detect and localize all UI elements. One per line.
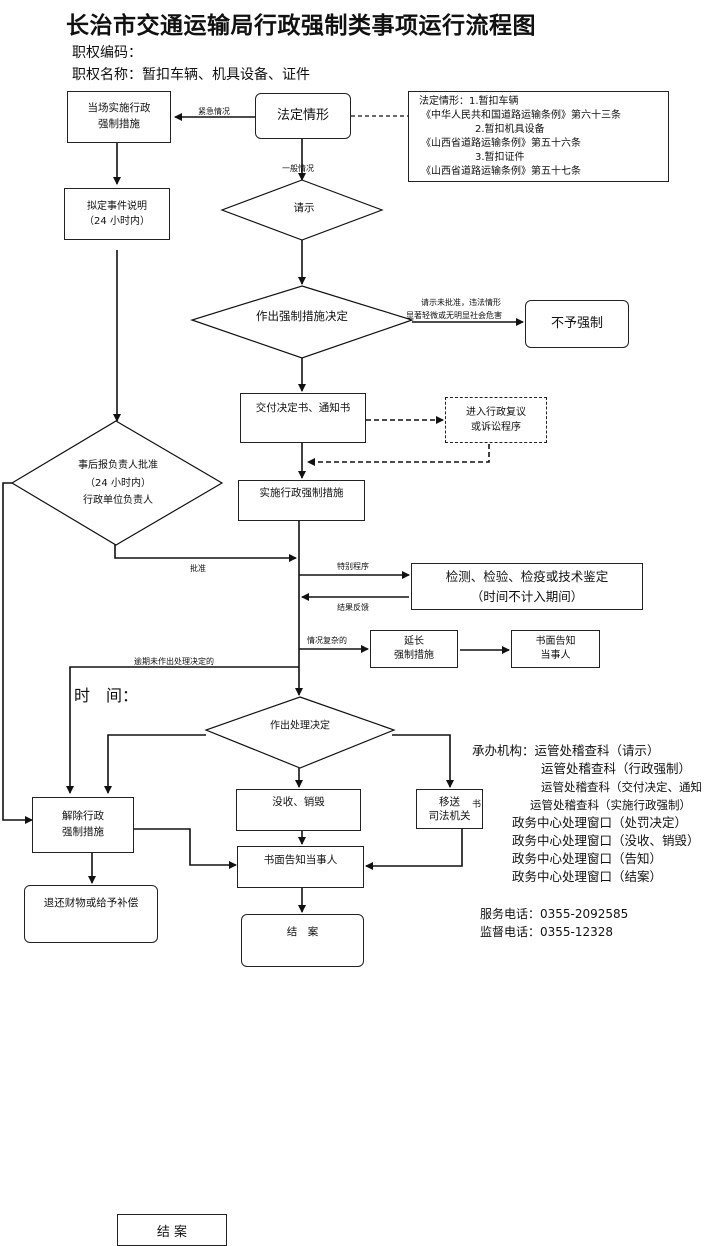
request-label: 请示 [293,202,315,215]
implement-measure-box: 实施行政强制措施 [238,480,365,521]
close-case-box: 结 案 [241,914,364,967]
confiscate-label: 没收、销毁 [272,796,325,808]
authority-code: 职权编码： [72,45,142,61]
arrow-process-transfer [392,734,454,788]
inspection-box: 检测、检验、检疫或技术鉴定 （时间不计入期间） [411,563,643,610]
draft-explanation-box: 拟定事件说明 （24 小时内） [64,188,170,240]
arrow-overdue [66,666,299,794]
refund-box: 退还财物或给予补偿 [24,885,158,943]
service-phone: 服务电话：0355-2092585 [480,907,629,921]
inspect-line-2: （时间不计入期间） [470,588,584,604]
request-diamond [220,179,384,241]
draft-line-1: 拟定事件说明 [87,201,147,212]
implement-label: 实施行政强制措施 [259,487,344,499]
arrow-approved [114,530,297,562]
page-title: 长治市交通运输局行政强制类事项运行流程图 [66,13,536,39]
process-decide-diamond [204,696,396,769]
arrow-approve-release [2,482,33,824]
dash-review-back [307,444,490,466]
notify-extend-line-1: 书面告知 [535,636,576,647]
agency-line-3: 运管处稽查科（交付决定、通知 [541,780,702,794]
notify-extend-box: 书面告知当事人 [511,630,600,668]
inspect-line-1: 检测、检验、检疫或技术鉴定 [445,568,609,584]
notify-party-label: 书面告知当事人 [263,854,338,866]
agency-line-8: 政务中心处理窗口（结案） [512,869,663,884]
decide-label: 作出强制措施决定 [256,309,348,324]
note-line-1: 法定情形：1.暂扣车辆 [419,96,519,107]
agency-line-1: 承办机构：运管处稽查科（请示） [472,743,660,758]
bottom-close-box: 结 案 [117,1214,227,1246]
label-special: 特别程序 [337,562,369,571]
release-line-2: 强制措施 [62,826,104,838]
process-decide-label: 作出处理决定 [270,720,330,732]
bottom-close-label: 结 案 [156,1225,188,1240]
release-measure-box: 解除行政强制措施 [32,797,134,853]
approve-line-2: （24 小时内） [85,477,151,489]
transfer-line-2: 司法机关 [428,810,471,822]
refund-label: 退还财物或给予补偿 [43,897,139,909]
supervise-phone: 监督电话：0355-12328 [480,925,614,939]
review-litigation-box: 进入行政复议或诉讼程序 [445,397,547,443]
arrow-release-notify [134,828,237,869]
label-general: 一般情况 [282,164,314,173]
label-overdue: 逾期未作出处理决定的 [134,657,214,666]
confiscate-box: 没收、销毁 [236,789,361,831]
authority-name: 职权名称：暂扣车辆、机具设备、证件 [72,67,310,83]
label-approved: 批准 [190,564,206,573]
note-line-4: 《山西省道路运输条例》第五十六条 [421,138,581,149]
approve-line-1: 事后报负责人批准 [78,459,158,471]
deliver-notice-box: 交付决定书、通知书 [240,393,366,443]
close-case-label: 结 案 [286,926,319,938]
release-line-1: 解除行政 [62,810,104,823]
note-line-3: 2.暂扣机具设备 [475,124,545,135]
onsite-measure-box: 当场实施行政强制措施 [67,91,171,143]
label-not-approved-2: 显著轻微或无明显社会危害 [406,311,502,320]
decide-diamond [190,285,414,359]
extend-measure-box: 延长强制措施 [370,630,458,668]
review-line-1: 进入行政复议 [466,407,526,418]
agency-line-2: 运管处稽查科（行政强制） [541,761,692,776]
transfer-line-1: 移送 [439,795,460,808]
no-enforce-label: 不予强制 [550,316,603,332]
notify-extend-line-2: 当事人 [540,650,571,661]
transfer-stray-mark: 书 [472,800,482,810]
label-not-approved-1: 请示未批准，违法情形 [421,298,501,307]
onsite-line-2: 强制措施 [98,118,140,130]
extend-line-1: 延长 [404,636,424,647]
approve-after-diamond [10,420,224,546]
arrow-process-release [104,734,206,794]
note-line-2: 《中华人民共和国道路运输条例》第六十三条 [421,110,621,121]
note-line-5: 3.暂扣证件 [475,152,525,163]
draft-line-2: （24 小时内） [84,216,150,227]
transfer-judicial-box: 移送司法机关 [416,789,483,829]
label-complex: 情况复杂的 [307,636,347,645]
onsite-line-1: 当场实施行政 [87,102,151,115]
agency-line-6: 政务中心处理窗口（没收、销毁） [512,833,700,848]
agency-line-5: 政务中心处理窗口（处罚决定） [512,815,688,830]
label-urgent: 紧急情况 [198,107,230,116]
legal-situation-box: 法定情形 [255,93,351,139]
review-line-2: 或诉讼程序 [471,422,521,433]
note-line-6: 《山西省道路运输条例》第五十七条 [421,166,581,177]
extend-line-2: 强制措施 [394,650,434,661]
deliver-label: 交付决定书、通知书 [255,402,351,414]
legal-basis-note: 法定情形：1.暂扣车辆 《中华人民共和国道路运输条例》第六十三条 2.暂扣机具设… [408,91,669,182]
approve-line-3: 行政单位负责人 [83,494,153,506]
arrow-transfer-notify [365,829,463,870]
agency-line-4: 运管处稽查科（实施行政强制） [530,798,691,812]
agency-line-7: 政务中心处理窗口（告知） [512,851,663,866]
approve-after-label: 事后报负责人批准 （24 小时内） 行政单位负责人 [78,457,158,510]
legal-situation-label: 法定情形 [276,108,329,124]
no-enforce-box: 不予强制 [525,300,629,348]
notify-party-box: 书面告知当事人 [237,846,364,888]
label-feedback: 结果反馈 [337,603,369,612]
time-label: 时 间： [74,686,139,705]
